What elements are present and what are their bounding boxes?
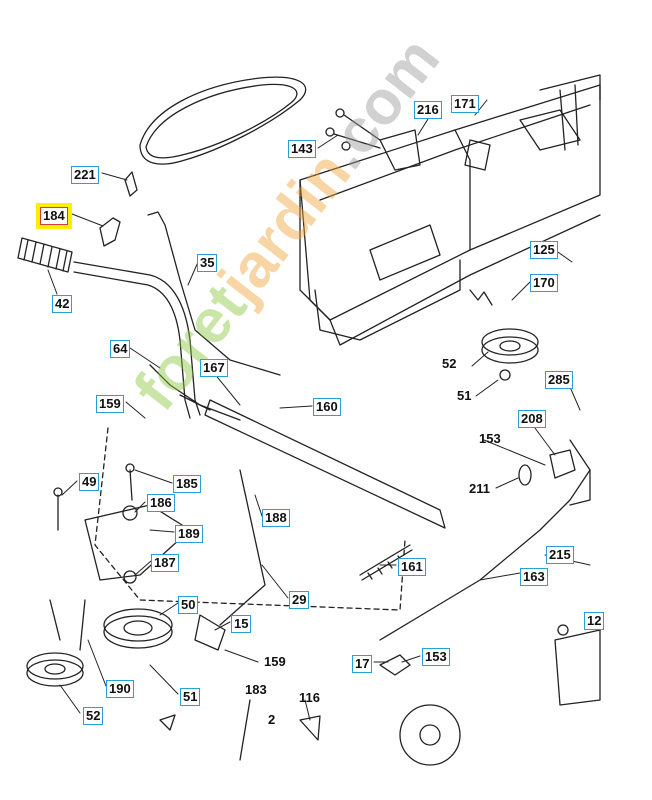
part-label-171: 171	[451, 95, 479, 113]
part-label-163: 163	[520, 568, 548, 586]
lever-tube	[73, 261, 201, 419]
spring-170	[469, 289, 493, 306]
drive-belt	[139, 76, 307, 165]
part-label-50: 50	[178, 596, 199, 614]
rear-assembly	[554, 624, 601, 706]
part-label-29: 29	[289, 591, 310, 609]
part-label-52: 52	[442, 356, 457, 371]
part-label-125: 125	[530, 241, 558, 259]
part-label-187: 187	[151, 554, 179, 572]
part-label-42: 42	[52, 295, 73, 313]
pulley-50	[103, 608, 173, 649]
part-label-190: 190	[106, 680, 134, 698]
part-label-51: 51	[180, 688, 201, 706]
pulley-52-left	[26, 652, 84, 687]
part-label-184: 184	[36, 203, 72, 229]
bracket-211	[518, 439, 591, 506]
lever-64	[149, 364, 241, 421]
part-label-161: 161	[398, 558, 426, 576]
part-label-185: 185	[173, 475, 201, 493]
fan-blade	[399, 704, 461, 766]
spring-221	[124, 171, 138, 197]
part-label-160: 160	[313, 398, 341, 416]
part-label-52: 52	[83, 707, 104, 725]
part-label-35: 35	[197, 254, 218, 272]
pulley-52-right	[481, 328, 539, 364]
frame-chassis	[299, 74, 601, 346]
part-label-159: 159	[96, 395, 124, 413]
handle-grip	[17, 237, 73, 273]
spring-153	[379, 654, 411, 676]
part-label-143: 143	[288, 140, 316, 158]
part-label-285: 285	[545, 371, 573, 389]
part-label-15: 15	[231, 615, 252, 633]
bracket-184	[99, 217, 121, 247]
main-shaft	[179, 394, 446, 529]
leader-lines	[47, 99, 591, 721]
part-label-215: 215	[546, 546, 574, 564]
part-label-51: 51	[457, 388, 472, 403]
rod-183	[239, 699, 251, 761]
bolt-185	[129, 469, 133, 501]
part-label-167: 167	[200, 359, 228, 377]
part-label-159: 159	[264, 654, 286, 669]
part-label-153: 153	[479, 431, 501, 446]
part-label-186: 186	[147, 494, 175, 512]
part-label-188: 188	[262, 509, 290, 527]
part-label-221: 221	[71, 166, 99, 184]
link-15	[194, 614, 226, 651]
part-label-183: 183	[245, 682, 267, 697]
dashed-brace	[94, 427, 406, 611]
part-label-49: 49	[79, 473, 100, 491]
part-label-153: 153	[422, 648, 450, 666]
part-label-17: 17	[352, 655, 373, 673]
cable-163	[379, 469, 591, 641]
part-label-170: 170	[530, 274, 558, 292]
link-29	[219, 469, 266, 626]
part-label-64: 64	[110, 340, 131, 358]
spring-190	[49, 599, 86, 651]
rod-35	[147, 211, 281, 376]
part-label-2: 2	[268, 712, 276, 727]
part-label-216: 216	[414, 101, 442, 119]
bracket-assembly	[325, 108, 421, 171]
part-label-211: 211	[469, 481, 490, 496]
part-label-116: 116	[299, 690, 320, 705]
part-label-208: 208	[518, 410, 546, 428]
part-label-12: 12	[584, 612, 605, 630]
part-label-189: 189	[175, 525, 203, 543]
